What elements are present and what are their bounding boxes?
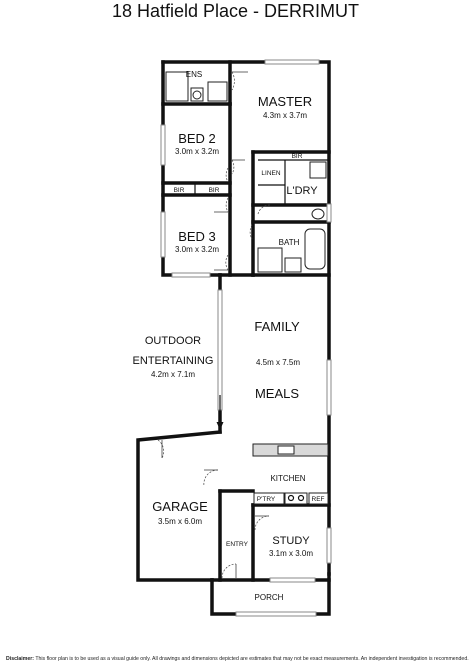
laundry-trough xyxy=(309,161,327,179)
ensuite-vanity xyxy=(207,81,228,102)
garage-label: GARAGE xyxy=(152,499,208,514)
disclaimer-text: This floor plan is to be used as a visua… xyxy=(35,656,469,662)
study-label: STUDY xyxy=(272,535,310,547)
kitchen-cooktop xyxy=(284,492,308,505)
laundry-label: L'DRY xyxy=(286,185,318,197)
kitchen-sink xyxy=(277,445,295,455)
bed3-label: BED 3 xyxy=(178,229,216,244)
fixtures xyxy=(165,71,329,505)
pantry-label: P'TRY xyxy=(257,496,276,503)
fridge-space xyxy=(308,492,329,505)
bed2-size: 3.0m x 3.2m xyxy=(175,147,219,156)
bath-vanity xyxy=(284,257,302,273)
page-title: 18 Hatfield Place - DERRIMUT xyxy=(111,1,360,21)
kitchen-label: KITCHEN xyxy=(270,474,305,483)
ens-label: ENS xyxy=(186,70,202,79)
linen-label: LINEN xyxy=(261,170,280,177)
entry-label: ENTRY xyxy=(226,541,249,548)
meals-label: MEALS xyxy=(255,386,299,401)
bed3-size: 3.0m x 3.2m xyxy=(175,245,219,254)
disclaimer: Disclaimer: This floor plan is to be use… xyxy=(6,656,471,662)
ref-label: REF xyxy=(312,496,325,503)
master-size: 4.3m x 3.7m xyxy=(263,111,307,120)
disclaimer-label: Disclaimer: xyxy=(6,656,34,662)
bath-label: BATH xyxy=(279,238,300,247)
bed2-label: BED 2 xyxy=(178,131,216,146)
ensuite-shower xyxy=(165,71,189,102)
bir-right-label: BIR xyxy=(209,187,220,194)
bath-tub xyxy=(304,228,326,270)
entry-arrow-icon xyxy=(216,395,224,430)
windows xyxy=(160,59,332,617)
bir-master-label: BIR xyxy=(292,153,303,160)
outdoor-size: 4.2m x 7.1m xyxy=(151,370,195,379)
bath-shower xyxy=(257,247,283,273)
bir-left-label: BIR xyxy=(174,187,185,194)
outdoor-label-line1: OUTDOOR xyxy=(145,335,201,347)
family-label: FAMILY xyxy=(254,319,300,334)
outdoor-label-line2: ENTERTAINING xyxy=(133,355,214,367)
family-size: 4.5m x 7.5m xyxy=(256,358,300,367)
garage-size: 3.5m x 6.0m xyxy=(158,517,202,526)
room-labels: ENS MASTER 4.3m x 3.7m BED 2 3.0m x 3.2m… xyxy=(133,70,325,602)
master-label: MASTER xyxy=(258,94,312,109)
porch-label: PORCH xyxy=(255,593,284,602)
toilet xyxy=(311,208,325,220)
study-size: 3.1m x 3.0m xyxy=(269,549,313,558)
doors xyxy=(157,71,271,579)
